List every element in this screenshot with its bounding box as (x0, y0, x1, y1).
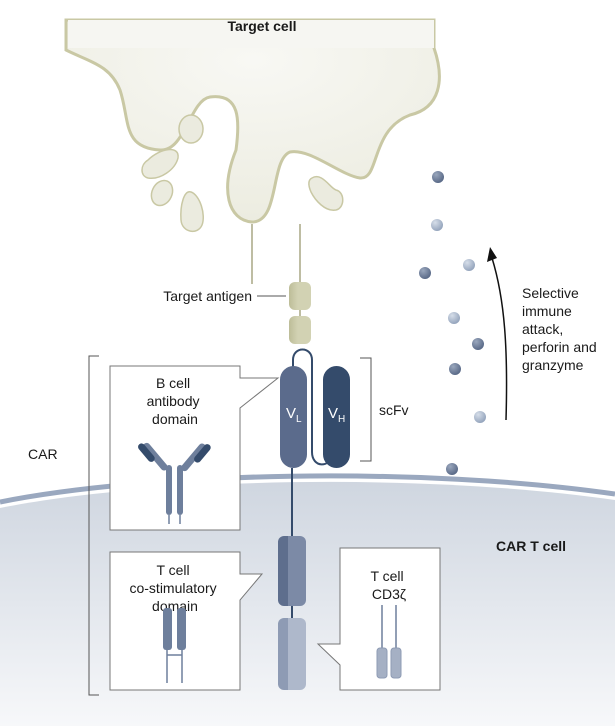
cytotoxic-granules (419, 171, 486, 475)
b-cell-box-text: B cell antibody domain (147, 375, 204, 427)
car-t-cell-label: CAR T cell (496, 538, 566, 554)
granule-dark (446, 463, 458, 475)
target-cell-label: Target cell (228, 18, 297, 34)
granule-light (431, 219, 443, 231)
vesicle (180, 191, 204, 232)
vesicle (178, 114, 204, 144)
scfv-bracket (360, 357, 372, 462)
granule-dark (449, 363, 461, 375)
cd3-zeta-domain (278, 618, 306, 690)
b-cell-antibody-callout: B cell antibody domain (109, 365, 280, 531)
costim-domain (278, 536, 306, 606)
granule-dark (432, 171, 444, 183)
arrow-shaft (491, 257, 508, 421)
cd3-zeta-icon (376, 605, 402, 679)
attack-arrow (487, 247, 508, 421)
scfv-linker (292, 348, 333, 466)
target-cell-fade (68, 20, 434, 48)
vh-label: VH (328, 405, 345, 425)
target-antigen-label: Target antigen (163, 288, 252, 304)
car-construct (278, 468, 306, 690)
target-antigen: Target antigen (163, 224, 311, 344)
granule-dark (472, 338, 484, 350)
cd3-zeta-callout: T cell CD3ζ (316, 547, 441, 691)
costim-icon (163, 608, 186, 683)
car-bracket (88, 355, 99, 696)
callout-box (316, 547, 441, 691)
cd3-box-text: T cell CD3ζ (370, 568, 407, 602)
car-t-cell (0, 473, 615, 726)
antibody-icon (138, 442, 211, 524)
t-cell-cytoplasm (0, 481, 615, 726)
target-cell-membrane (64, 18, 441, 224)
callout-box (109, 365, 280, 531)
vesicle (150, 179, 174, 207)
granule-light (448, 312, 460, 324)
scfv-label: scFv (379, 402, 409, 418)
car-label: CAR (28, 446, 58, 462)
target-cell: Target cell (64, 18, 441, 232)
granule-dark (419, 267, 431, 279)
t-cell-membrane (0, 473, 615, 505)
vl-label: VL (286, 405, 302, 425)
arrowhead-icon (487, 247, 497, 262)
antigen-domain-1 (289, 282, 311, 310)
vesicle (308, 175, 344, 211)
scfv: VL VH scFv (280, 348, 409, 468)
costim-box-text: T cell co-stimulatory domain (129, 562, 220, 614)
vesicle (141, 148, 179, 179)
granule-light (463, 259, 475, 271)
costim-callout: T cell co-stimulatory domain (109, 551, 264, 691)
antigen-domain-2 (289, 316, 311, 344)
car-bracket-group: CAR (28, 355, 99, 696)
granule-light (474, 411, 486, 423)
vh-domain (323, 366, 350, 468)
attack-label: Selective immune attack, perforin and gr… (522, 285, 601, 373)
vl-domain (280, 366, 307, 468)
